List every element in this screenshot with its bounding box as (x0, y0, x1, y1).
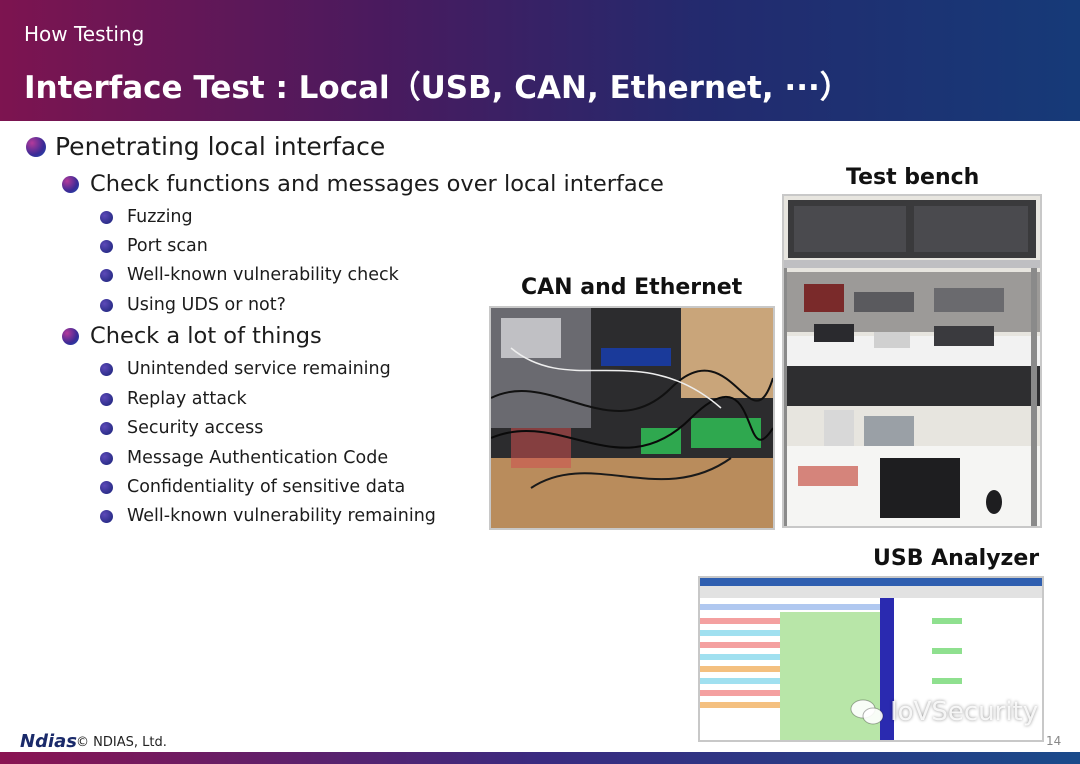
bullet-text: Penetrating local interface (55, 132, 386, 161)
watermark: IoVSecurity (850, 697, 1038, 727)
bullet-icon (62, 327, 79, 345)
caption-can-ethernet: CAN and Ethernet (521, 275, 743, 300)
bullet-lvl3: Fuzzing (100, 207, 193, 227)
bullet-icon (62, 175, 79, 193)
bullet-icon (100, 421, 113, 435)
bullet-icon (100, 392, 113, 406)
bullet-icon (100, 362, 113, 376)
bullet-lvl1: Penetrating local interface (26, 132, 385, 161)
bullet-lvl3: Well-known vulnerability check (100, 265, 399, 285)
bullet-lvl3: Security access (100, 418, 263, 438)
copyright-text: © NDIAS, Ltd. (76, 735, 167, 750)
bullet-text: Confidentiality of sensitive data (127, 477, 406, 497)
caption-test-bench: Test bench (846, 165, 980, 190)
bullet-icon (26, 136, 46, 157)
usb-analyzer-screenshot (698, 576, 1044, 742)
bullet-icon (100, 298, 113, 312)
bullet-text: Well-known vulnerability check (127, 265, 399, 285)
bullet-text: Well-known vulnerability remaining (127, 506, 436, 526)
ndias-logo: Ndias (20, 731, 77, 752)
bullet-lvl2: Check a lot of things (62, 323, 322, 349)
bullet-icon (100, 509, 113, 523)
bullet-text: Check functions and messages over local … (90, 171, 664, 197)
bullet-lvl3: Unintended service remaining (100, 359, 391, 379)
bullet-text: Security access (127, 418, 264, 438)
bullet-lvl3: Using UDS or not? (100, 295, 286, 315)
slide-title: Interface Test : Local（USB, CAN, Etherne… (24, 70, 851, 106)
bullet-text: Port scan (127, 236, 208, 256)
caption-usb-analyzer: USB Analyzer (873, 546, 1040, 571)
usb-analyzer-image (700, 578, 1042, 740)
bullet-text: Unintended service remaining (127, 359, 391, 379)
bullet-icon (100, 451, 113, 465)
bullet-lvl3: Replay attack (100, 389, 247, 409)
bullet-icon (100, 480, 113, 494)
slide-header: How Testing Interface Test : Local（USB, … (0, 0, 1080, 121)
bullet-lvl3: Message Authentication Code (100, 448, 388, 468)
bullet-lvl3: Confidentiality of sensitive data (100, 477, 405, 497)
section-label: How Testing (24, 22, 145, 46)
footer-bar (0, 752, 1080, 764)
watermark-text: IoVSecurity (890, 697, 1039, 727)
bullet-lvl3: Well-known vulnerability remaining (100, 506, 436, 526)
bullet-lvl3: Port scan (100, 236, 208, 256)
bullet-lvl2: Check functions and messages over local … (62, 171, 664, 197)
can-ethernet-photo (489, 306, 775, 530)
can-ethernet-image (491, 308, 773, 528)
bullet-text: Fuzzing (127, 207, 193, 227)
bullet-icon (100, 268, 113, 282)
bullet-text: Message Authentication Code (127, 448, 389, 468)
bullet-icon (100, 210, 113, 224)
bullet-icon (100, 239, 113, 253)
page-number: 14 (1046, 734, 1062, 748)
wechat-icon (850, 699, 884, 725)
test-bench-photo (782, 194, 1042, 528)
bullet-text: Check a lot of things (90, 323, 322, 349)
bullet-text: Using UDS or not? (127, 295, 286, 315)
test-bench-image (784, 196, 1040, 526)
bullet-text: Replay attack (127, 389, 247, 409)
